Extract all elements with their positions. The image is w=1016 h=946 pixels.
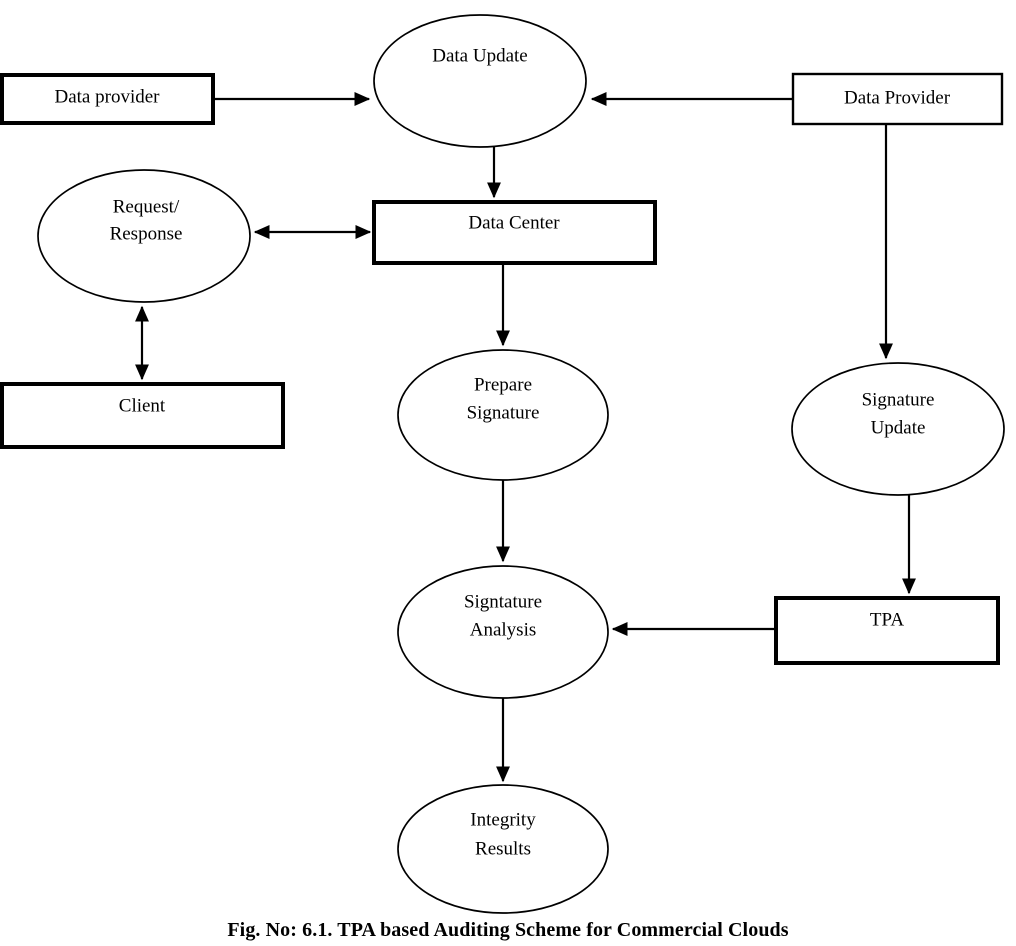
client-box[interactable] [0, 382, 285, 449]
signature-update-label-line2: Update [871, 417, 926, 438]
figure-caption: Fig. No: 6.1. TPA based Auditing Scheme … [227, 919, 789, 941]
signature-update-label-line1: Signature [862, 389, 935, 410]
request-response-ellipse[interactable] [37, 169, 251, 303]
node-prepare-signature[interactable]: Prepare Signature [397, 349, 609, 481]
node-client[interactable]: Client [0, 382, 285, 449]
data-center-label: Data Center [468, 212, 560, 233]
data-update-label: Data Update [432, 45, 527, 66]
edges-layer [135, 92, 916, 783]
node-request-response[interactable]: Request/ Response [37, 169, 251, 303]
integrity-results-ellipse[interactable] [397, 784, 609, 914]
data-update-ellipse[interactable] [373, 14, 587, 148]
integrity-results-label-line1: Integrity [470, 809, 536, 830]
prepare-signature-label-line2: Signature [467, 402, 540, 423]
signtature-analysis-label-line2: Analysis [470, 619, 537, 640]
request-response-label-line2: Response [110, 223, 183, 244]
prepare-signature-label-line1: Prepare [474, 374, 532, 395]
client-label: Client [119, 395, 166, 416]
node-data-update[interactable]: Data Update [373, 14, 587, 148]
node-data-provider-left[interactable]: Data provider [0, 73, 215, 125]
data-provider-right-label: Data Provider [844, 87, 951, 108]
signature-update-ellipse[interactable] [791, 362, 1005, 496]
integrity-results-label-line2: Results [475, 838, 531, 859]
data-provider-left-box[interactable] [0, 73, 215, 125]
tpa-label: TPA [870, 609, 904, 630]
node-data-center[interactable]: Data Center [372, 200, 657, 265]
tpa-box[interactable] [774, 596, 1000, 665]
signtature-analysis-label-line1: Signtature [464, 591, 542, 612]
nodes-layer: Data provider Data Update Data Provider … [0, 14, 1005, 914]
data-provider-right-box[interactable] [791, 72, 1004, 126]
node-tpa[interactable]: TPA [774, 596, 1000, 665]
node-integrity-results[interactable]: Integrity Results [397, 784, 609, 914]
request-response-label-line1: Request/ [113, 196, 180, 217]
data-center-box[interactable] [372, 200, 657, 265]
data-provider-left-label: Data provider [55, 86, 161, 107]
node-data-provider-right[interactable]: Data Provider [791, 72, 1004, 126]
node-signature-update[interactable]: Signature Update [791, 362, 1005, 496]
signtature-analysis-ellipse[interactable] [397, 565, 609, 699]
prepare-signature-ellipse[interactable] [397, 349, 609, 481]
node-signtature-analysis[interactable]: Signtature Analysis [397, 565, 609, 699]
